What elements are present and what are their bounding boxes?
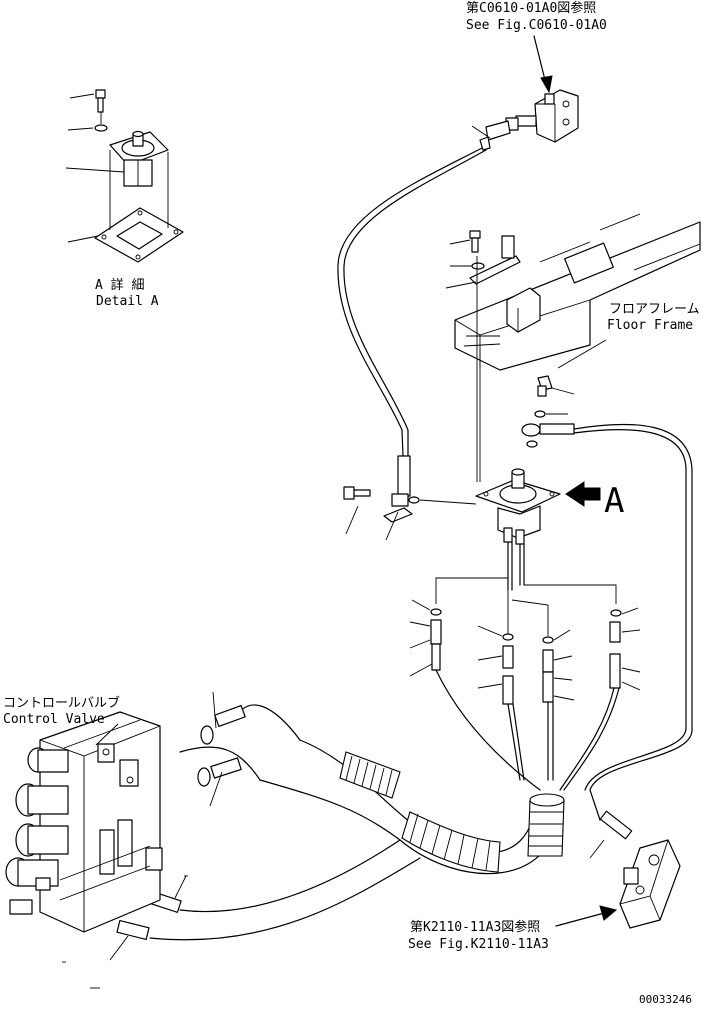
top-ref-en: See Fig.C0610-01A0 [466,18,607,33]
bottom-solenoid-valve [599,810,681,929]
view-a-arrow [565,481,601,507]
bottom-ref-en: See Fig.K2110-11A3 [408,937,549,952]
top-valve-block [479,89,579,151]
control-valve-label-en: Control Valve [3,712,105,727]
side-bolt-set [526,375,575,448]
ppc-output-lines [430,541,622,791]
spiral-wraps [339,751,565,873]
detail-bolt-head [95,89,106,99]
detail-a-label-jp: A 詳 細 [95,277,144,293]
floor-frame-label-en: Floor Frame [607,318,693,333]
ppc-valve [475,468,561,545]
upper-hose [337,147,483,457]
bottom-ref-jp: 第K2110-11A3図参照 [410,919,540,935]
frame-washer [471,262,485,270]
control-valve-label-jp: コントロールバルブ [3,695,120,711]
detail-bolt-shank [97,97,104,113]
drawing-number: 00033246 [639,993,692,1006]
top-ref-arrowhead [540,75,553,94]
detail-a-assembly [65,89,184,263]
banjo-fitting [521,423,575,437]
bottom-ref-arrowhead [599,905,618,921]
control-valve [5,711,163,933]
top-ref-jp: 第C0610-01A0図参照 [466,0,596,16]
detail-a-label-en: Detail A [96,294,159,309]
floor-frame-label-jp: フロアフレーム [609,302,700,317]
detail-washer [94,124,108,132]
frame-bolt [469,230,481,239]
bottom-ref-arrow-line [555,911,609,927]
view-a-label: A [604,481,624,521]
floor-frame [454,213,701,371]
mid-left-fitting [343,455,420,523]
right-hose [573,423,693,821]
